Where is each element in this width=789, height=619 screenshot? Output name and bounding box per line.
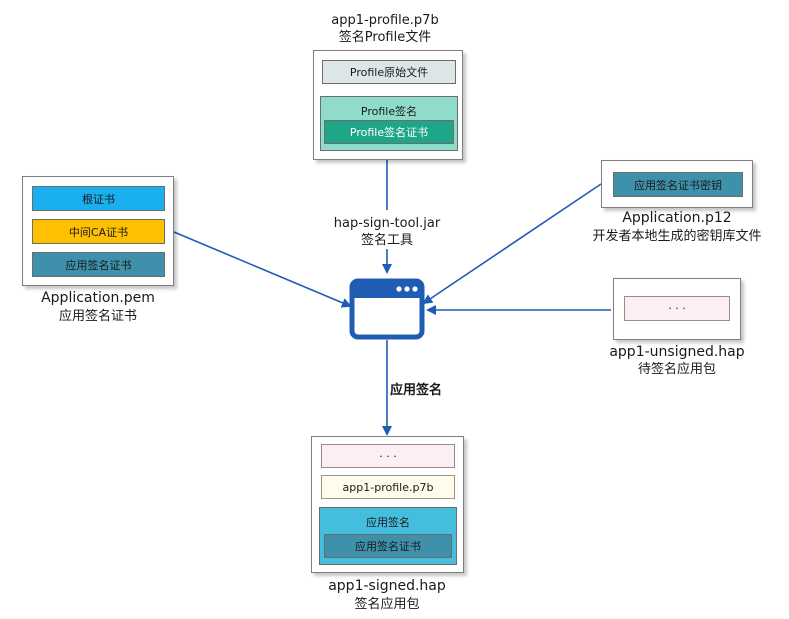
p12-to-tool-arrow	[422, 183, 602, 305]
pem-to-tool-arrow	[173, 231, 352, 308]
pem-caption: 应用签名证书	[58, 309, 137, 324]
tool-name: hap-sign-tool.jar	[333, 216, 441, 231]
app-cert-box: 应用签名证书	[32, 252, 165, 277]
p12-file-container: 应用签名证书密钥	[601, 160, 753, 208]
p12-caption: 开发者本地生成的密钥库文件	[592, 229, 762, 244]
signed-hap-filename: app1-signed.hap	[328, 578, 446, 594]
sign-tool-window-icon	[349, 278, 425, 340]
profile-raw-box: Profile原始文件	[322, 60, 456, 84]
unsigned-hap-content-box: · · ·	[624, 296, 730, 321]
pem-file-container: 根证书 中间CA证书 应用签名证书	[22, 176, 174, 286]
profile-file-container: Profile原始文件 Profile签名 Profile签名证书	[313, 50, 463, 160]
unsigned-hap-container: · · ·	[613, 278, 741, 340]
signed-hap-profile-box: app1-profile.p7b	[321, 475, 455, 499]
p12-filename: Application.p12	[622, 210, 732, 226]
signed-hap-caption: 签名应用包	[354, 597, 420, 612]
signed-hap-signature-cert-box: 应用签名证书	[324, 534, 452, 558]
pem-filename: Application.pem	[41, 290, 155, 306]
signed-hap-signature-label: 应用签名	[366, 516, 410, 529]
unsigned-hap-caption: 待签名应用包	[637, 362, 716, 377]
profile-caption: 签名Profile文件	[338, 30, 432, 45]
profile-signature-label: Profile签名	[360, 105, 418, 118]
signing-step-label: 应用签名	[390, 383, 443, 398]
unsigned-hap-filename: app1-unsigned.hap	[609, 344, 745, 360]
intermediate-cert-box: 中间CA证书	[32, 219, 165, 244]
p12-key-box: 应用签名证书密钥	[613, 172, 743, 197]
tool-caption: 签名工具	[360, 233, 413, 248]
profile-filename: app1-profile.p7b	[331, 13, 439, 28]
profile-signature-cert-box: Profile签名证书	[324, 120, 454, 144]
signed-hap-content-box: · · ·	[321, 444, 455, 468]
root-cert-box: 根证书	[32, 186, 165, 211]
signed-hap-container: · · · app1-profile.p7b 应用签名 应用签名证书	[311, 436, 464, 573]
